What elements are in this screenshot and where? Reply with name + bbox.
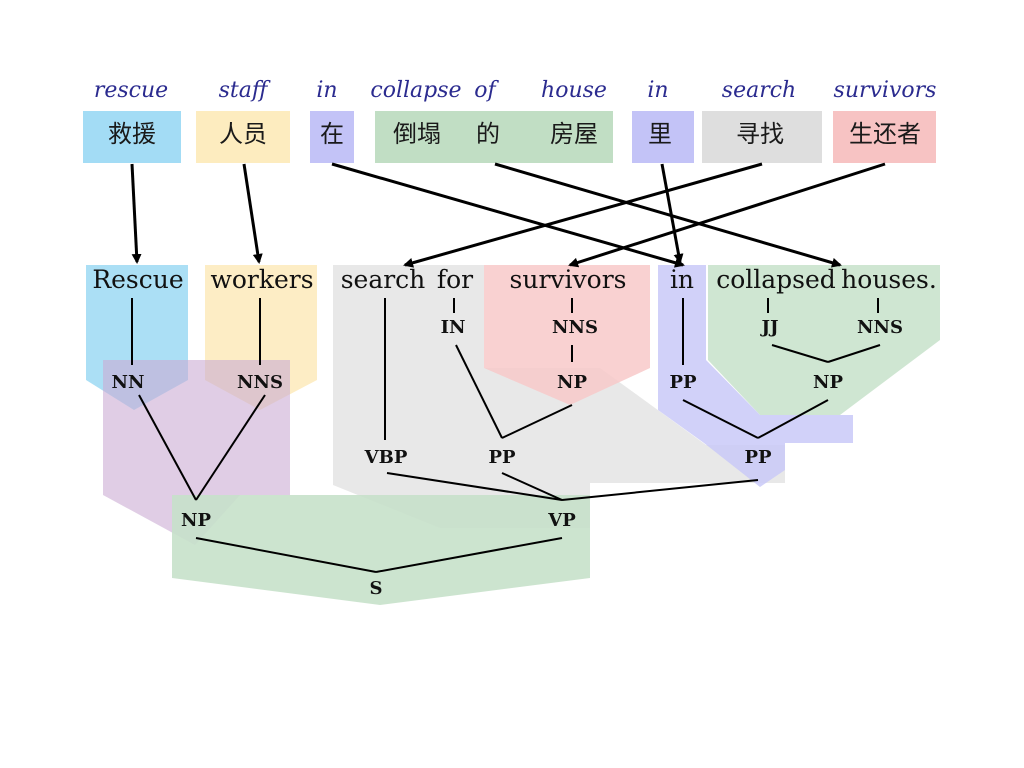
- phrase-tag-pp-for: PP: [488, 447, 516, 468]
- english-word: in: [670, 265, 694, 294]
- pos-tag: NN: [112, 372, 145, 393]
- region-np-houses: [708, 265, 940, 415]
- tree-edge: [375, 537, 563, 573]
- region-pp-in: [658, 265, 853, 487]
- tree-edge: [771, 344, 829, 363]
- tree-edge: [827, 344, 881, 363]
- tree-edge: [561, 479, 759, 501]
- tree-edge: [682, 399, 759, 439]
- chinese-word: 里: [648, 120, 672, 148]
- region-np-subject: [103, 360, 290, 545]
- alignment-arrow: [494, 162, 842, 268]
- constituent-regions: [86, 265, 940, 605]
- phrase-tag-np-houses: NP: [813, 372, 843, 393]
- alignment-arrow: [331, 162, 685, 268]
- region-s: [172, 495, 590, 605]
- phrase-tag-np-subject: NP: [181, 510, 211, 531]
- tree-edge: [195, 537, 377, 573]
- alignment-arrow: [568, 162, 886, 268]
- english-word: collapsed: [716, 265, 836, 294]
- chinese-box: [833, 111, 936, 163]
- chinese-word: 寻找: [736, 120, 784, 148]
- tree-edge: [757, 399, 829, 439]
- chinese-word: 在: [320, 120, 344, 148]
- phrase-tag-pp-in: PP: [744, 447, 772, 468]
- chinese-word: 的: [476, 120, 500, 148]
- gloss-word: in: [647, 78, 668, 103]
- phrase-tag-np-survivors: NP: [557, 372, 587, 393]
- chinese-box: [196, 111, 290, 163]
- chinese-box: [310, 111, 354, 163]
- pos-tag: VBP: [364, 447, 408, 468]
- english-word: houses.: [841, 265, 937, 294]
- chinese-row: 救援 人员 在 倒塌 的 房屋 里 寻找 生还者: [83, 111, 936, 163]
- pos-tag: IN: [441, 317, 466, 338]
- chinese-word: 倒塌: [393, 120, 441, 148]
- alignment-arrow: [403, 162, 763, 268]
- tree-edges: [131, 298, 881, 573]
- chinese-box: [375, 111, 613, 163]
- chinese-word: 生还者: [849, 120, 921, 148]
- tree-edge: [386, 472, 563, 501]
- tree-edge: [138, 394, 197, 501]
- gloss-word: staff: [219, 78, 271, 103]
- pos-tags: NN NNS VBP IN NNS PP JJ NNS: [112, 317, 903, 468]
- gloss-word: search: [722, 78, 796, 103]
- tree-edge: [195, 394, 266, 501]
- chinese-word: 人员: [219, 120, 267, 148]
- english-word: survivors: [510, 265, 627, 294]
- alignment-arrow: [130, 163, 142, 264]
- english-word: search: [341, 265, 426, 294]
- english-word: workers: [210, 265, 313, 294]
- gloss-word: house: [541, 78, 607, 103]
- chinese-word: 救援: [108, 120, 156, 148]
- gloss-word: of: [474, 78, 499, 103]
- tree-edge: [455, 344, 503, 439]
- tree-edge: [501, 404, 573, 439]
- pos-tag: NNS: [237, 372, 283, 393]
- alignment-arrow: [242, 163, 263, 264]
- phrase-tag-vp: VP: [547, 510, 576, 531]
- phrase-tags: NP NP PP PP NP VP S: [181, 372, 843, 599]
- region-survivors: [484, 265, 650, 405]
- english-row: Rescue workers search for survivors in c…: [92, 265, 937, 294]
- phrase-tag-s: S: [370, 578, 383, 599]
- pos-tag: NNS: [552, 317, 598, 338]
- chinese-box: [702, 111, 822, 163]
- chinese-box: [83, 111, 181, 163]
- pos-tag: NNS: [857, 317, 903, 338]
- gloss-word: survivors: [834, 78, 937, 103]
- gloss-row: rescue staff in collapse of house in sea…: [94, 78, 937, 103]
- tree-edge: [501, 472, 563, 501]
- gloss-word: rescue: [94, 78, 168, 103]
- chinese-word: 房屋: [550, 120, 598, 148]
- pos-tag: JJ: [759, 317, 778, 338]
- alignment-arrow: [660, 163, 684, 264]
- gloss-word: collapse: [370, 78, 461, 103]
- english-word: Rescue: [92, 265, 183, 294]
- alignment-arrows: [130, 162, 886, 268]
- gloss-word: in: [316, 78, 337, 103]
- pos-tag: PP: [669, 372, 697, 393]
- english-word: for: [437, 265, 473, 294]
- chinese-box: [632, 111, 694, 163]
